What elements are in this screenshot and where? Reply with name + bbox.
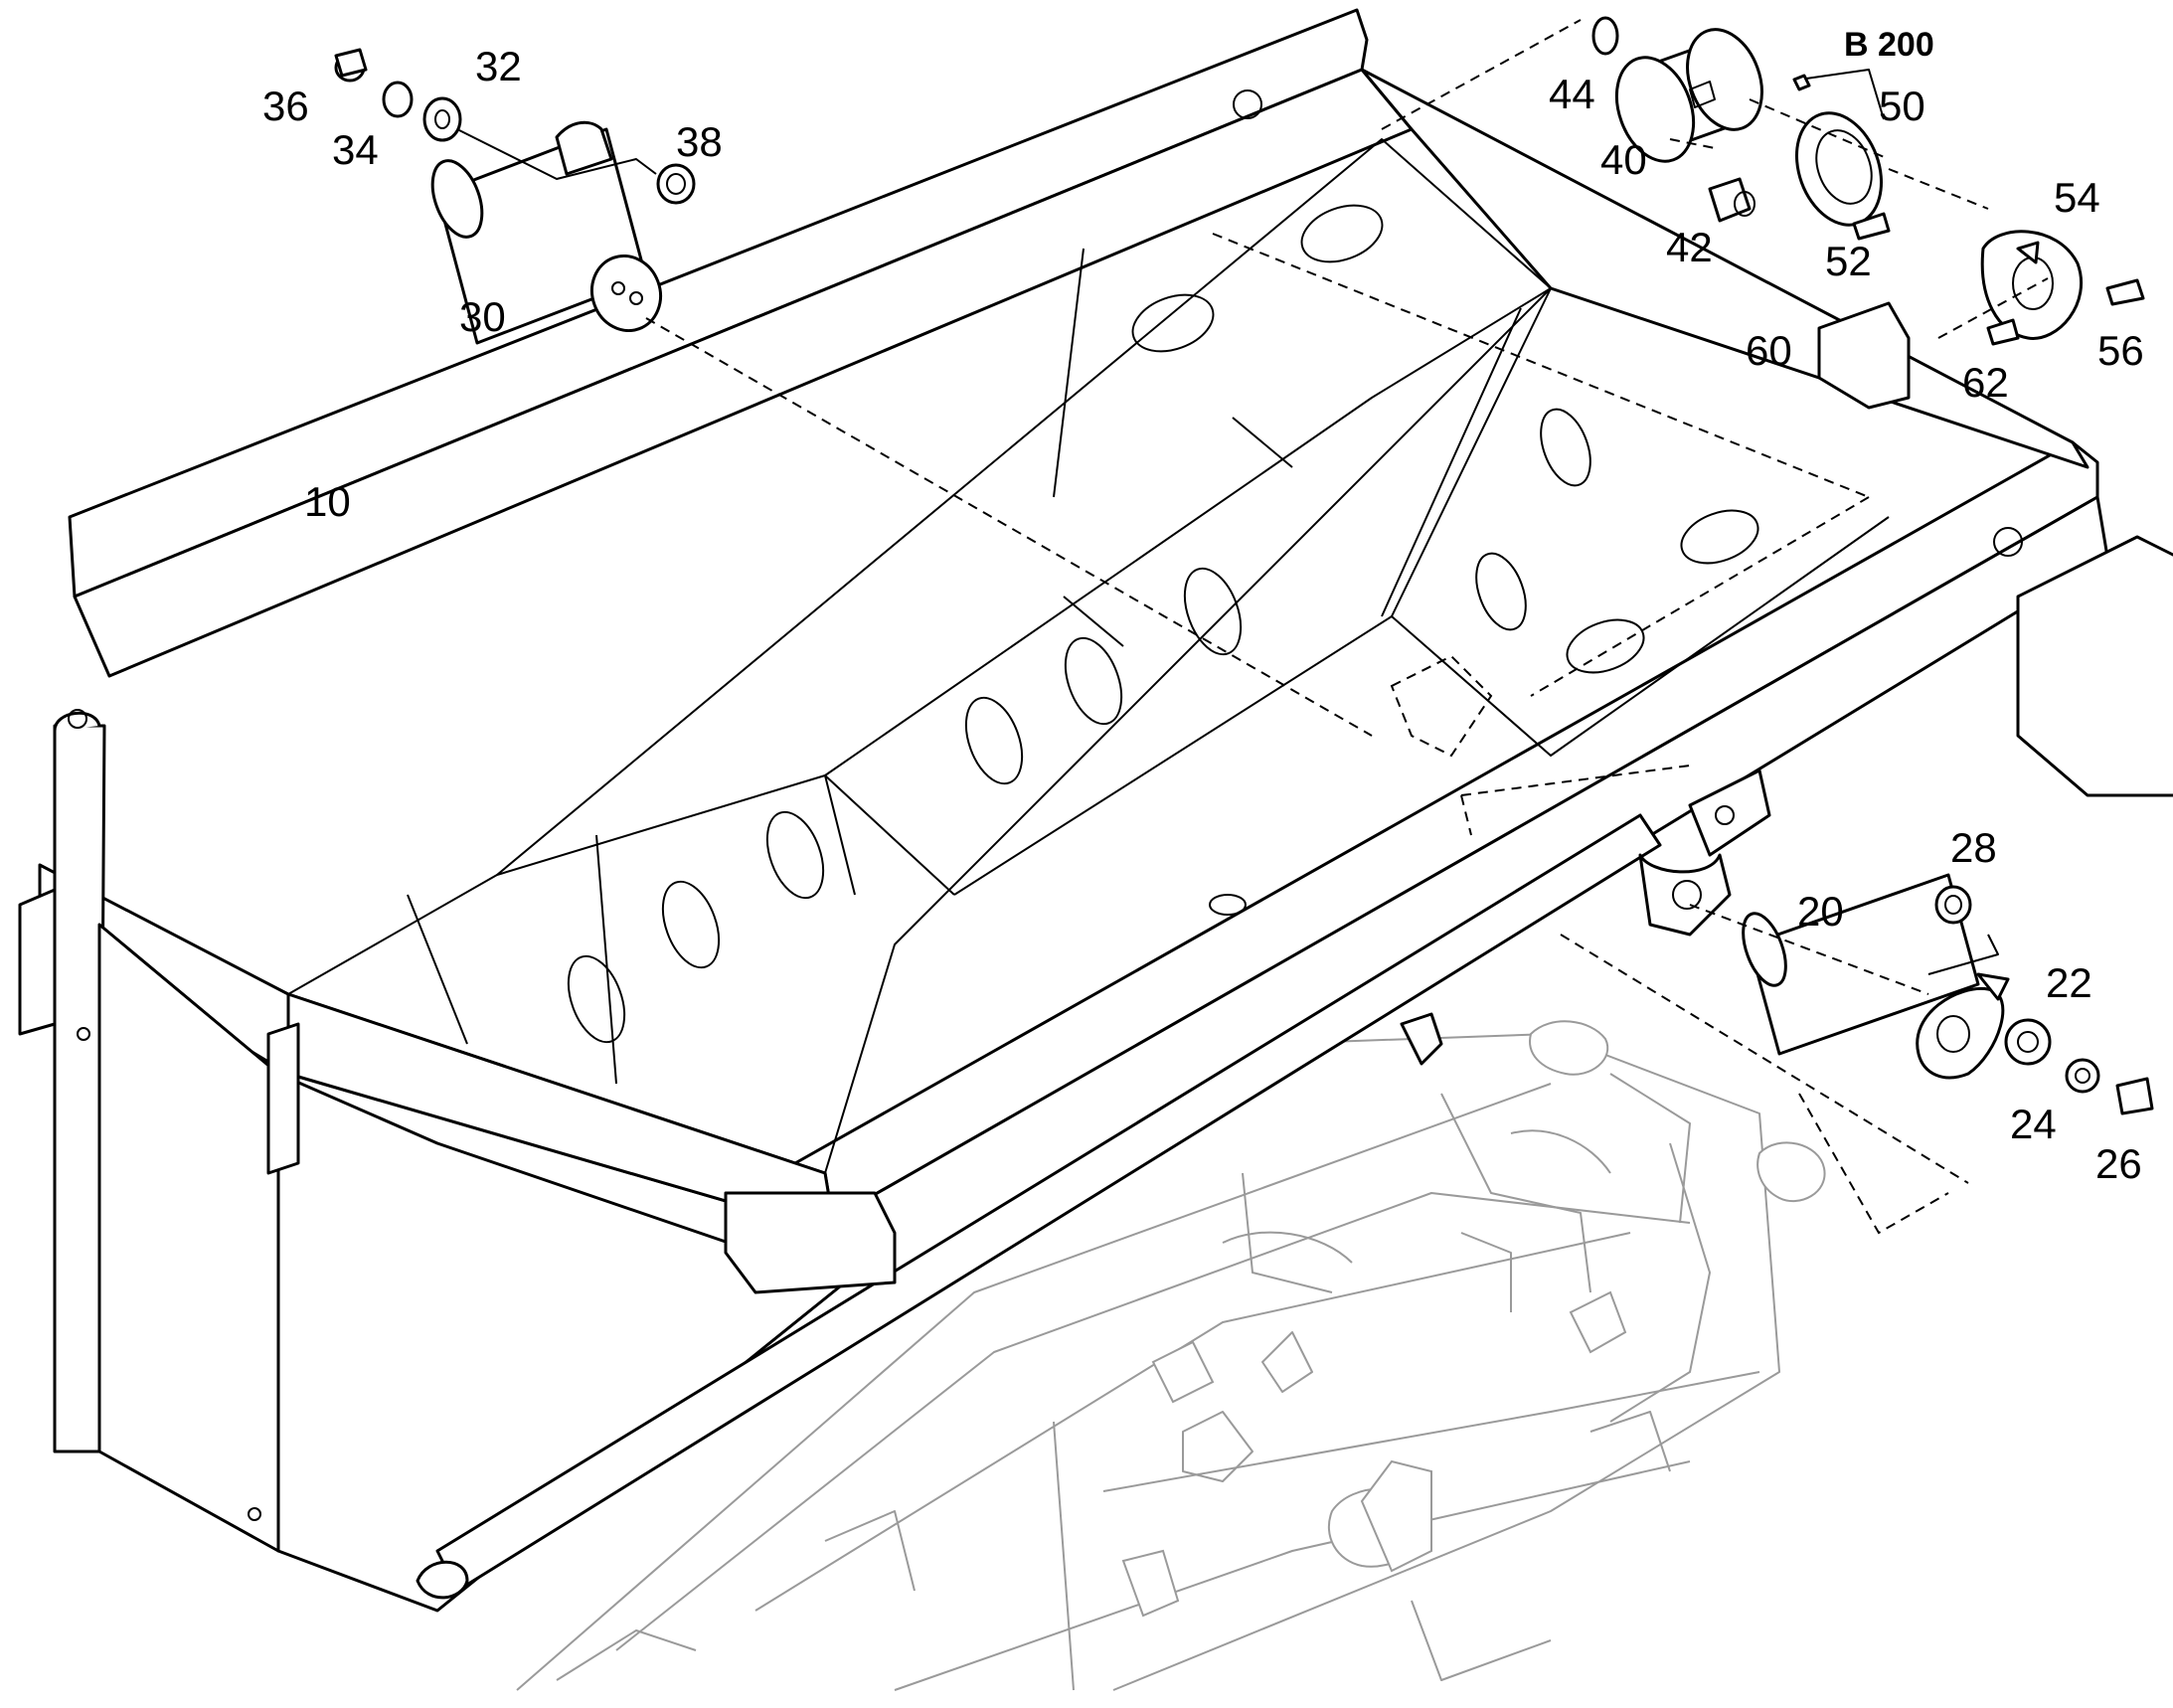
part-label-26: 26 (2095, 1140, 2142, 1187)
part-label-32: 32 (475, 43, 522, 89)
part-label-24: 24 (2010, 1101, 2057, 1147)
part-label-10: 10 (304, 478, 351, 525)
pin-20-assembly (1560, 873, 2154, 1235)
part-label-30: 30 (459, 293, 506, 340)
sensor-assembly (1212, 16, 2145, 697)
part-label-38: 38 (676, 118, 723, 165)
part-label-40: 40 (1600, 136, 1647, 183)
part-label-54: 54 (2054, 174, 2100, 221)
part-label-60: 60 (1746, 327, 1792, 374)
part-label-62: 62 (1962, 359, 2009, 406)
part-label-28: 28 (1950, 824, 1997, 871)
pin-30-assembly (334, 48, 1373, 737)
part-label-34: 34 (332, 126, 379, 173)
chassis-ghost (516, 1020, 1826, 1691)
drawing-reference: B 200 (1844, 26, 1934, 64)
part-label-42: 42 (1666, 224, 1713, 270)
part-label-50: 50 (1879, 83, 1925, 129)
part-label-44: 44 (1549, 71, 1595, 117)
part-label-36: 36 (262, 83, 309, 129)
part-label-20: 20 (1797, 888, 1844, 935)
part-label-56: 56 (2097, 327, 2144, 374)
part-label-52: 52 (1825, 238, 1872, 284)
part-label-22: 22 (2046, 959, 2092, 1006)
